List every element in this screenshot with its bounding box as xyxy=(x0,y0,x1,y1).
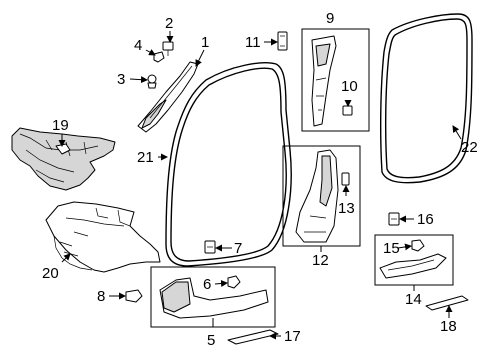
bolt-part-2 xyxy=(162,41,174,56)
clip-part-3 xyxy=(147,74,157,89)
door-weatherstrip-part-21 xyxy=(165,62,292,267)
callout-14: 14 xyxy=(405,291,422,308)
clip-part-4 xyxy=(153,51,165,63)
callout-11: 11 xyxy=(245,34,261,51)
callout-6: 6 xyxy=(203,276,211,293)
rear-weatherstrip-part-22 xyxy=(380,13,473,184)
callout-15: 15 xyxy=(383,240,400,257)
clip-part-10 xyxy=(342,105,353,116)
pillar-garnish-part-1 xyxy=(137,61,199,133)
callout-2: 2 xyxy=(165,15,173,32)
floor-carpet-part-20 xyxy=(45,201,161,273)
sill-moulding-part-17 xyxy=(227,329,279,345)
callout-4: 4 xyxy=(134,37,142,54)
leader-lines xyxy=(58,31,462,340)
callout-21: 21 xyxy=(137,149,154,166)
callout-labels: 1 2 3 4 5 6 7 8 9 10 11 12 13 14 15 16 1… xyxy=(42,10,478,349)
callout-8: 8 xyxy=(97,288,105,305)
clip-part-8 xyxy=(125,289,143,303)
callout-19: 19 xyxy=(52,117,69,134)
callout-17: 17 xyxy=(284,328,301,345)
clip-part-16 xyxy=(388,212,400,226)
clip-part-15 xyxy=(411,239,425,252)
callout-1: 1 xyxy=(201,34,209,51)
callout-5: 5 xyxy=(207,332,215,349)
callout-16: 16 xyxy=(417,211,434,228)
callout-10: 10 xyxy=(341,78,358,95)
rear-sill-moulding-part-18 xyxy=(425,295,469,311)
callout-13: 13 xyxy=(338,200,355,217)
lower-pillar-garnish-part-12 xyxy=(295,149,339,243)
callout-12: 12 xyxy=(312,252,329,269)
callout-9: 9 xyxy=(326,10,334,27)
floor-silencer-part-19 xyxy=(11,127,116,191)
callout-7: 7 xyxy=(234,240,242,257)
upper-pillar-garnish-part-9 xyxy=(311,35,337,127)
callout-3: 3 xyxy=(117,71,125,88)
callout-18: 18 xyxy=(440,318,457,335)
clip-part-6 xyxy=(227,275,241,289)
group-box-9 xyxy=(301,28,370,132)
scuff-plate-part-5 xyxy=(159,277,269,319)
clip-part-11 xyxy=(277,31,288,51)
callout-22: 22 xyxy=(461,139,478,156)
clip-part-7 xyxy=(204,240,216,254)
clip-part-13 xyxy=(341,172,350,186)
rear-scuff-plate-part-14 xyxy=(379,253,447,279)
callout-20: 20 xyxy=(42,265,59,282)
